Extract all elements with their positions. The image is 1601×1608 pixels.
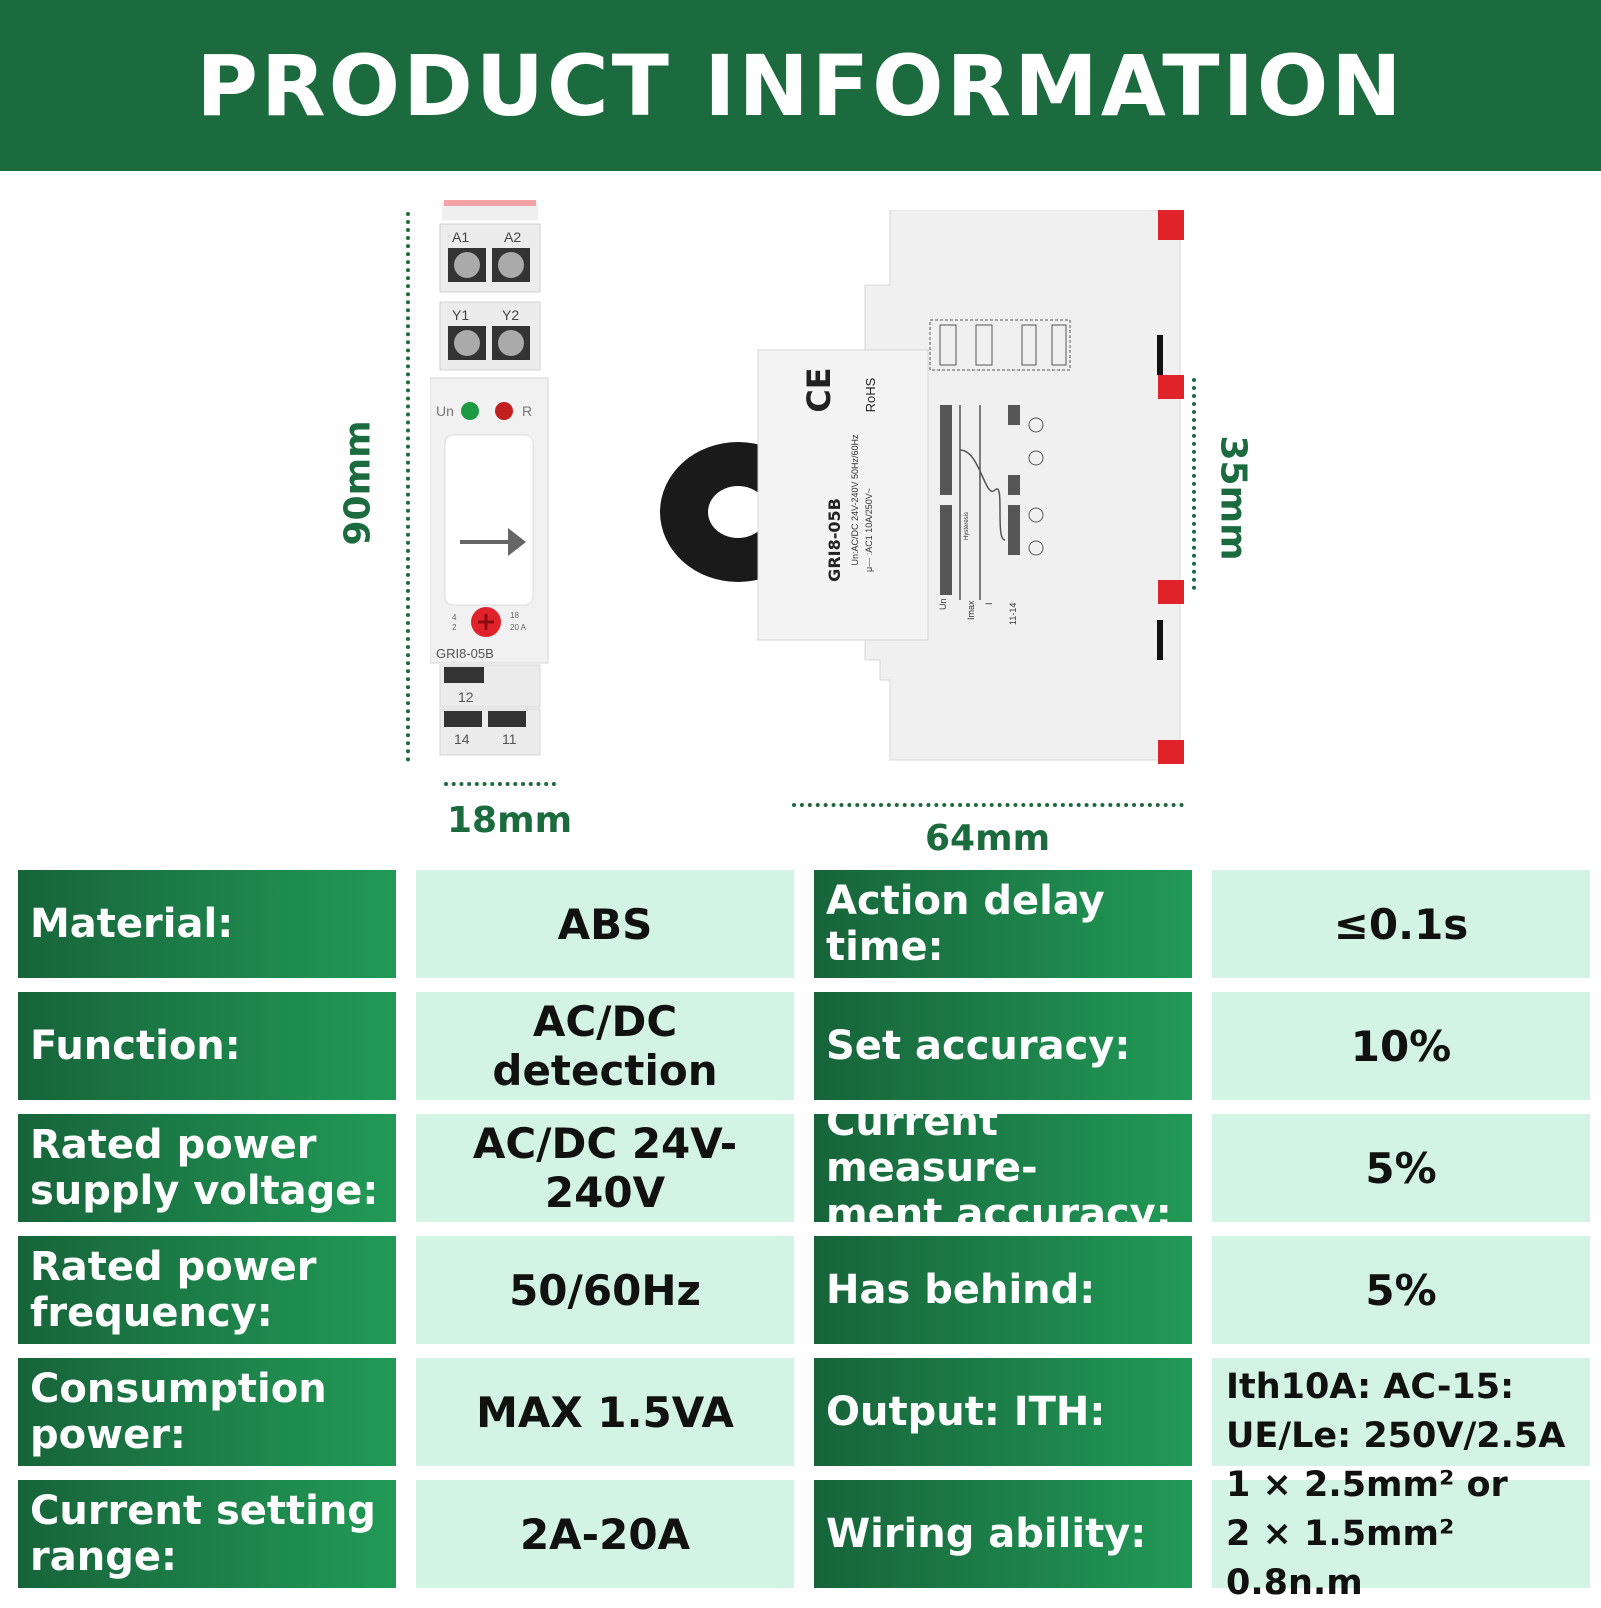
diagram-label-1114: 11-14 (1008, 603, 1018, 625)
spec-value: 5% (1212, 1236, 1590, 1344)
spec-label-line: Has behind: (826, 1267, 1096, 1313)
spec-value-line: 2 × 1.5mm² 0.8n.m (1226, 1513, 1455, 1603)
diagram-label-un: Un (938, 598, 948, 610)
dial-left-2: 2 (452, 623, 457, 632)
spec-label-line: Set accuracy: (826, 1023, 1131, 1069)
depth-height-dimension-line (1192, 378, 1196, 590)
spec-label: Current measure-ment accuracy: (814, 1099, 1192, 1237)
width-dimension-line (444, 782, 556, 786)
spec-value-line: 50/60Hz (509, 1265, 701, 1315)
spec-label-line: supply voltage: (30, 1168, 379, 1214)
spec-label: Material: (18, 870, 396, 978)
dial-right-18: 18 (510, 611, 519, 620)
front-model-label: GRI8-05B (436, 646, 494, 661)
terminal-11-label: 11 (502, 731, 517, 747)
led-un-label: Un (436, 403, 454, 419)
terminal-a1-label: A1 (452, 229, 469, 245)
dial-right-20a: 20 A (510, 623, 527, 632)
spec-label: Set accuracy: (814, 992, 1192, 1100)
spec-value-line: 5% (1365, 1143, 1437, 1193)
ce-mark: CE (800, 367, 838, 412)
spec-label: Function: (18, 992, 396, 1100)
spec-value-line: AC/DC detection (492, 997, 718, 1095)
height-dimension-label: 90mm (337, 420, 379, 546)
spec-value: AC/DC detection (416, 992, 794, 1100)
spec-label-line: Function: (30, 1023, 241, 1069)
terminal-a2-label: A2 (504, 229, 521, 245)
spec-label: Wiring ability: (814, 1480, 1192, 1588)
spec-value: AC/DC 24V-240V (416, 1114, 794, 1222)
diagram-label-imax: Imax (966, 600, 976, 620)
spec-value-line: MAX 1.5VA (476, 1387, 734, 1437)
width-dimension-label: 18mm (447, 800, 573, 841)
spec-value: 2A-20A (416, 1480, 794, 1588)
spec-value-line: AC/DC 24V-240V (472, 1119, 738, 1217)
spec-label: Has behind: (814, 1236, 1192, 1344)
spec-label-line: Output: ITH: (826, 1389, 1106, 1435)
terminal-14-label: 14 (454, 731, 470, 747)
spec-value-line: ABS (557, 899, 653, 949)
spec-value: 50/60Hz (416, 1236, 794, 1344)
side-model-label: GRI8-05B (825, 498, 844, 582)
diagram-label-hysteresis: Hysteresis (964, 512, 970, 540)
spec-label-line: power: (30, 1412, 186, 1458)
dial-left-4: 4 (452, 613, 457, 622)
depth-width-dimension-line (792, 803, 1184, 807)
spec-value: ABS (416, 870, 794, 978)
spec-label-line: Rated power (30, 1122, 317, 1168)
spec-label-line: frequency: (30, 1290, 273, 1336)
spec-label-line: time: (826, 924, 944, 970)
spec-value: Ith10A: AC-15: UE/Le: 250V/2.5A (1212, 1358, 1590, 1466)
spec-value: 1 × 2.5mm² or 2 × 1.5mm² 0.8n.m (1212, 1465, 1590, 1603)
spec-label-line: Material: (30, 901, 234, 947)
spec-label-line: Action delay (826, 878, 1105, 924)
spec-value-line: Ith10A: AC-15: (1226, 1367, 1515, 1407)
spec-label-line: Rated power (30, 1244, 317, 1290)
spec-value-line: 10% (1350, 1021, 1452, 1071)
spec-value: ≤0.1s (1212, 870, 1590, 978)
spec-value-line: 1 × 2.5mm² or (1226, 1464, 1508, 1505)
spec-label-line: Wiring ability: (826, 1511, 1147, 1557)
depth-height-dimension-label: 35mm (1212, 435, 1254, 561)
rohs-mark: RoHS (863, 377, 878, 412)
led-r-label: R (522, 403, 532, 419)
terminal-y2-label: Y2 (502, 307, 519, 323)
diagram-label-i: I (984, 602, 994, 605)
spec-label-line: Current measure- (826, 1099, 1038, 1191)
spec-value-line: 5% (1365, 1265, 1437, 1315)
spec-label-line: range: (30, 1534, 177, 1580)
side-spec-line1: Un:AC/DC 24V-240V 50Hz/60Hz (850, 434, 860, 566)
spec-value-line: ≤0.1s (1333, 899, 1469, 949)
spec-label-line: Consumption (30, 1366, 327, 1412)
spec-value-line: 2A-20A (519, 1509, 691, 1559)
depth-width-dimension-label: 64mm (925, 818, 1051, 859)
spec-value: 10% (1212, 992, 1590, 1100)
terminal-12-label: 12 (458, 689, 474, 705)
spec-value: 5% (1212, 1114, 1590, 1222)
spec-value-line: UE/Le: 250V/2.5A (1226, 1416, 1566, 1456)
spec-value: MAX 1.5VA (416, 1358, 794, 1466)
spec-label-line: ment accuracy: (826, 1191, 1172, 1237)
height-dimension-line (406, 212, 410, 762)
header-banner: PRODUCT INFORMATION (0, 0, 1601, 171)
spec-label: Output: ITH: (814, 1358, 1192, 1466)
page-title: PRODUCT INFORMATION (196, 36, 1405, 135)
relay-side-view: CE RoHS GRI8-05B Un:AC/DC 24V-240V 50Hz/… (660, 210, 1184, 764)
terminal-y1-label: Y1 (452, 307, 469, 323)
side-spec-line2: μ⎯⎯ :AC1 10A/250V~ (864, 488, 874, 572)
spec-label-line: Current setting (30, 1488, 376, 1534)
relay-front-view: A1 A2 Y1 Y2 Un R 4 2 18 20 A GRI8-05B 12… (430, 200, 549, 756)
